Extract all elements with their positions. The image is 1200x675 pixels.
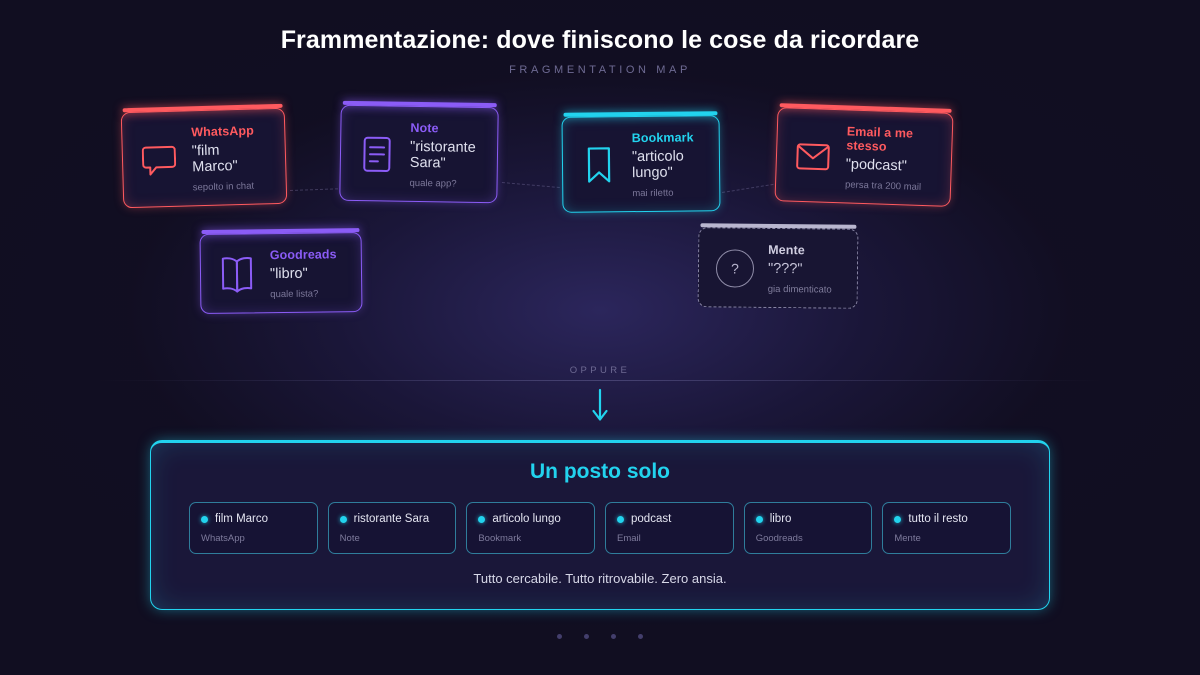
list-item[interactable]: film Marco WhatsApp — [189, 502, 318, 554]
card-item: "podcast" — [845, 156, 908, 175]
pagination-dots[interactable] — [0, 634, 1200, 639]
open-book-icon — [217, 252, 258, 296]
chip-header: podcast — [617, 513, 722, 525]
bullet-dot-icon — [478, 515, 486, 523]
card-body: Bookmark "articolo lungo" mai riletto — [632, 130, 704, 199]
chip-label: film Marco — [215, 513, 269, 525]
list-item[interactable]: tutto il resto Mente — [882, 502, 1012, 554]
card-note: quale app? — [409, 177, 457, 190]
question-mark-icon: ? — [715, 246, 755, 290]
card-item: "???" — [767, 260, 803, 278]
bullet-dot-icon — [755, 515, 763, 523]
card-note: mai riletto — [632, 187, 674, 200]
card-app-name: Bookmark — [631, 130, 694, 146]
card-body: Email a me stesso "podcast" persa tra 20… — [845, 124, 936, 193]
list-item[interactable]: ristorante Sara Note — [327, 502, 457, 554]
note-document-icon — [357, 132, 398, 177]
question-mark-glyph: ? — [715, 249, 755, 288]
chip-source: Note — [339, 533, 360, 544]
panel-title: Un posto solo — [530, 460, 670, 483]
card-item: "film Marco" — [191, 142, 238, 176]
chip-header: ristorante Sara — [339, 513, 445, 525]
list-item[interactable]: articolo lungo Bookmark — [466, 502, 596, 554]
panel-caption: Tutto cercabile. Tutto ritrovabile. Zero… — [473, 571, 727, 586]
pagination-dot[interactable] — [584, 634, 589, 639]
chip-source: Email — [617, 533, 641, 544]
list-item[interactable]: podcast Email — [605, 502, 734, 554]
card-item: "articolo lungo" — [631, 148, 684, 182]
page-title: Frammentazione: dove finiscono le cose d… — [280, 26, 920, 54]
divider-line — [98, 380, 1102, 381]
card-app-name: WhatsApp — [191, 123, 255, 140]
pagination-dot[interactable] — [557, 634, 562, 639]
card-app-name: Note — [410, 120, 439, 136]
bullet-dot-icon — [339, 515, 347, 523]
connector-bookmark-email — [722, 183, 774, 193]
chip-label: ristorante Sara — [353, 513, 430, 525]
card-note: persa tra 200 mail — [844, 179, 922, 193]
unified-panel: Un posto solo film Marco WhatsApp ristor… — [150, 440, 1050, 610]
card-body: WhatsApp "film Marco" sepolto in chat — [191, 123, 270, 194]
card-email[interactable]: Email a me stesso "podcast" persa tra 20… — [774, 107, 954, 207]
card-note-app[interactable]: Note "ristorante Sara" quale app? — [339, 104, 499, 204]
pagination-dot[interactable] — [611, 634, 616, 639]
page-subtitle: FRAGMENTATION MAP — [509, 64, 691, 76]
card-note: gia dimenticato — [767, 283, 832, 296]
chip-label: podcast — [631, 513, 672, 525]
chip-list: film Marco WhatsApp ristorante Sara Note… — [151, 484, 1049, 554]
card-item: "libro" — [269, 265, 308, 283]
chip-label: libro — [769, 513, 792, 525]
chip-header: articolo lungo — [478, 513, 583, 525]
card-bookmark[interactable]: Bookmark "articolo lungo" mai riletto — [561, 115, 721, 213]
bullet-dot-icon — [201, 515, 208, 523]
divider-label: OPPURE — [569, 365, 631, 376]
chip-label: articolo lungo — [492, 513, 561, 525]
pagination-dot[interactable] — [638, 634, 643, 639]
list-item[interactable]: libro Goodreads — [743, 502, 873, 554]
card-goodreads[interactable]: Goodreads "libro" quale lista? — [199, 232, 363, 314]
card-mente[interactable]: ? Mente "???" gia dimenticato — [697, 227, 859, 309]
card-body: Goodreads "libro" quale lista? — [270, 247, 338, 300]
chat-bubble-icon — [138, 138, 179, 183]
card-app-name: Mente — [768, 242, 805, 258]
bullet-dot-icon — [894, 515, 902, 523]
header: Frammentazione: dove finiscono le cose d… — [0, 26, 1200, 76]
envelope-icon — [792, 134, 833, 179]
card-app-name: Email a me stesso — [846, 124, 914, 154]
chip-source: Goodreads — [755, 533, 803, 544]
arrow-down-icon — [0, 388, 1200, 424]
chip-source: WhatsApp — [201, 533, 245, 544]
connector-whatsapp-note — [290, 188, 339, 191]
bullet-dot-icon — [617, 515, 625, 523]
card-whatsapp[interactable]: WhatsApp "film Marco" sepolto in chat — [120, 107, 288, 209]
chip-header: tutto il resto — [894, 513, 999, 525]
chip-header: film Marco — [201, 513, 306, 525]
connector-note-bookmark — [501, 182, 560, 189]
card-body: Note "ristorante Sara" quale app? — [409, 121, 481, 190]
chip-source: Mente — [894, 533, 921, 544]
chip-source: Bookmark — [478, 533, 522, 544]
bookmark-icon — [579, 143, 619, 187]
card-note: sepolto in chat — [192, 180, 255, 194]
card-item: "ristorante Sara" — [409, 138, 476, 172]
chip-header: libro — [755, 513, 861, 525]
card-note: quale lista? — [270, 288, 319, 301]
chip-label: tutto il resto — [908, 513, 968, 525]
card-body: Mente "???" gia dimenticato — [768, 243, 832, 296]
card-app-name: Goodreads — [269, 247, 337, 263]
